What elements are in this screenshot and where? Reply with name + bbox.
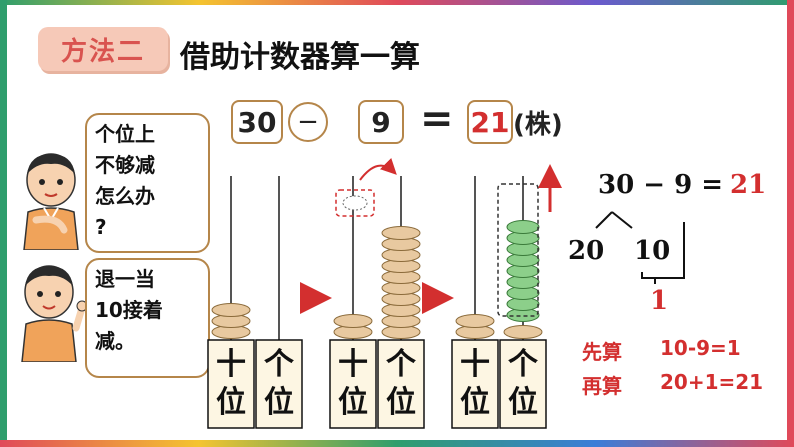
abacus-removed-bead xyxy=(506,220,540,234)
abacus-label-char-tens-0: 位 xyxy=(216,385,246,420)
abacus-label-box-ones-0 xyxy=(255,339,303,429)
abacus-label-char-ones-0: 位 xyxy=(264,385,294,420)
abacus-label-box-tens-1 xyxy=(329,339,377,429)
equation-minuend: 30 xyxy=(231,100,283,144)
breakdown-remainder: 1 xyxy=(650,286,669,316)
removed-beads-outline xyxy=(497,183,539,317)
abacus-bead-ones-1 xyxy=(381,226,421,240)
speech-bubble-question: 个位上 不够减 怎么办 ? xyxy=(85,113,210,253)
boy-avatar-1 xyxy=(23,153,79,250)
abacus-label-char-tens-1: 十 xyxy=(338,347,368,382)
abacus-label-box-ones-1 xyxy=(377,339,425,429)
breakdown-ones: 10 xyxy=(634,236,671,266)
breakdown-equation: 30 − 9 = xyxy=(598,170,723,200)
abacus-label-box-tens-0 xyxy=(207,339,255,429)
abacus-label-char-ones-2: 个 xyxy=(508,347,539,382)
borrow-arrow xyxy=(359,157,397,181)
equation-operator: − xyxy=(288,102,328,142)
bracket-line xyxy=(641,222,685,279)
equation-result: 21 xyxy=(467,100,513,144)
abacus-label-char-tens-2: 十 xyxy=(460,347,490,382)
page-title: 借助计数器算一算 xyxy=(180,40,420,75)
breakdown-result: 21 xyxy=(730,170,767,200)
bubble-line: 退一当 xyxy=(95,267,155,291)
bubble-line: 10接着 xyxy=(95,298,163,322)
method-label: 方法二 xyxy=(60,36,145,67)
step-2-expression: 20+1=21 xyxy=(660,370,764,394)
borrowed-bead-outline xyxy=(335,189,375,217)
abacus-label-char-ones-1: 个 xyxy=(386,347,417,382)
speech-bubble-answer: 退一当 10接着 减。 xyxy=(85,258,210,378)
abacus-label-box-tens-2 xyxy=(451,339,499,429)
bubble-line: 不够减 xyxy=(95,153,155,177)
split-line-right xyxy=(611,211,633,229)
breakdown-tens: 20 xyxy=(568,236,605,266)
method-badge: 方法二 xyxy=(38,27,168,71)
equation-subtrahend: 9 xyxy=(358,100,404,144)
abacus-label-box-ones-2 xyxy=(499,339,547,429)
step-1-label: 先算 xyxy=(582,340,622,364)
abacus-label-char-tens-2: 位 xyxy=(460,385,490,420)
step-2-label: 再算 xyxy=(582,374,622,398)
boy-avatar-2 xyxy=(21,265,88,362)
borrowed-bead-ghost xyxy=(342,195,368,211)
equation-unit: (株) xyxy=(513,110,563,140)
bubble-line: 怎么办 xyxy=(95,184,155,208)
abacus-bead-ones-2 xyxy=(503,325,543,339)
equation-equals: = xyxy=(420,96,454,142)
bubble-line: 减。 xyxy=(95,329,135,353)
bubble-line: 个位上 xyxy=(95,122,155,146)
abacus-label-char-ones-1: 位 xyxy=(386,385,416,420)
abacus-label-char-ones-0: 个 xyxy=(264,347,295,382)
split-line-left xyxy=(595,211,613,229)
abacus-bead-tens-2 xyxy=(455,314,495,328)
frame-right-border xyxy=(787,0,794,447)
abacus-label-char-tens-1: 位 xyxy=(338,385,368,420)
frame-top-border xyxy=(0,0,794,5)
abacus-label-char-ones-2: 位 xyxy=(508,385,538,420)
abacus-bead-tens-1 xyxy=(333,314,373,328)
abacus-bead-tens-0 xyxy=(211,303,251,317)
frame-left-border xyxy=(0,0,7,447)
frame-bottom-border xyxy=(0,440,794,447)
abacus-label-char-tens-0: 十 xyxy=(216,347,246,382)
step-1-expression: 10-9=1 xyxy=(660,336,741,360)
bubble-line: ? xyxy=(95,215,107,239)
